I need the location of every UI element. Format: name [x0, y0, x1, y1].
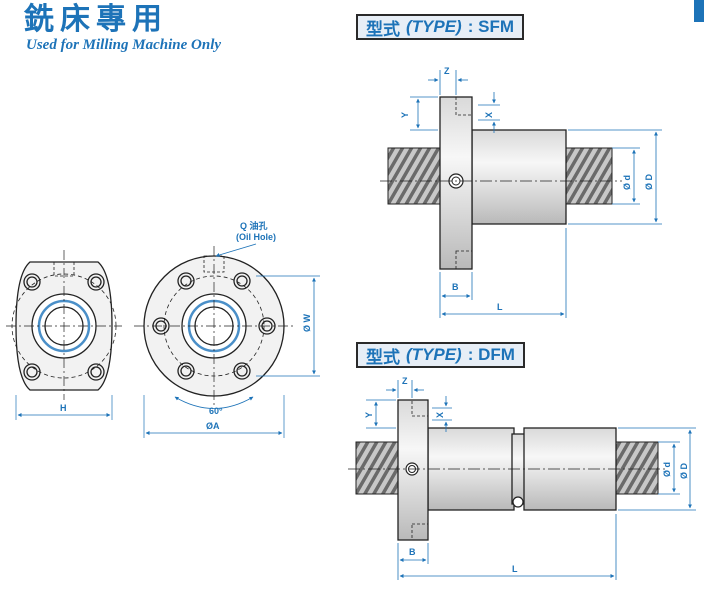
front-view-round-flange: [134, 246, 296, 406]
sfm-dim-label-z: Z: [444, 66, 450, 76]
dfm-dim-label-y: Y: [364, 412, 374, 418]
sfm-dim-label-phi-d-large: Ø D: [644, 173, 654, 190]
sfm-dim-label-y: Y: [400, 112, 410, 118]
sfm-dim-label-x: X: [484, 112, 494, 118]
dimension-h: H: [15, 395, 113, 420]
sfm-side-view: [380, 96, 622, 270]
dim-label-phi-w: Ø W: [302, 313, 312, 332]
type-label-dfm: 型式 (TYPE) : DFM: [356, 342, 525, 368]
front-view-trimmed-flange: [6, 250, 122, 400]
dimension-phi-w: Ø W: [256, 275, 320, 377]
dfm-dim-label-x: X: [435, 412, 445, 418]
sfm-dim-label-phi-d: Ø d: [622, 175, 632, 190]
type-prefix: 型式: [366, 19, 400, 39]
dfm-dim-label-z: Z: [402, 376, 408, 386]
dfm-dimensions: [366, 380, 696, 580]
type-code: : SFM: [467, 17, 515, 36]
dfm-dim-label-phi-d-large: Ø D: [679, 462, 689, 479]
dfm-side-view: [348, 399, 668, 541]
page-subtitle-english: Used for Milling Machine Only: [26, 37, 222, 53]
type-word: (TYPE): [406, 17, 462, 36]
dim-label-angle: 60°: [209, 406, 223, 416]
dim-label-h: H: [60, 403, 67, 413]
sfm-dim-label-b: B: [452, 282, 459, 292]
dfm-dim-label-phi-d: Ø d: [662, 462, 672, 477]
oil-hole-label-cn: Q 油孔: [240, 220, 268, 231]
dfm-dim-label-l: L: [512, 564, 518, 574]
type-word: (TYPE): [406, 345, 462, 364]
type-label-sfm: 型式 (TYPE) : SFM: [356, 14, 525, 40]
dimension-phi-a: ØA: [143, 395, 285, 438]
dim-label-phi-a: ØA: [206, 421, 220, 431]
dfm-dim-label-b: B: [409, 547, 416, 557]
dimension-angle: 60°: [174, 396, 254, 416]
sfm-dim-label-l: L: [497, 302, 503, 312]
oil-hole-callout: Q 油孔 (Oil Hole): [215, 220, 276, 257]
sfm-dimensions: [410, 70, 662, 318]
oil-hole-label-en: (Oil Hole): [236, 232, 276, 242]
type-prefix: 型式: [366, 347, 400, 367]
corner-tab: [694, 0, 704, 22]
type-code: : DFM: [467, 345, 515, 364]
page-title-chinese: 銑床專用: [24, 2, 168, 37]
